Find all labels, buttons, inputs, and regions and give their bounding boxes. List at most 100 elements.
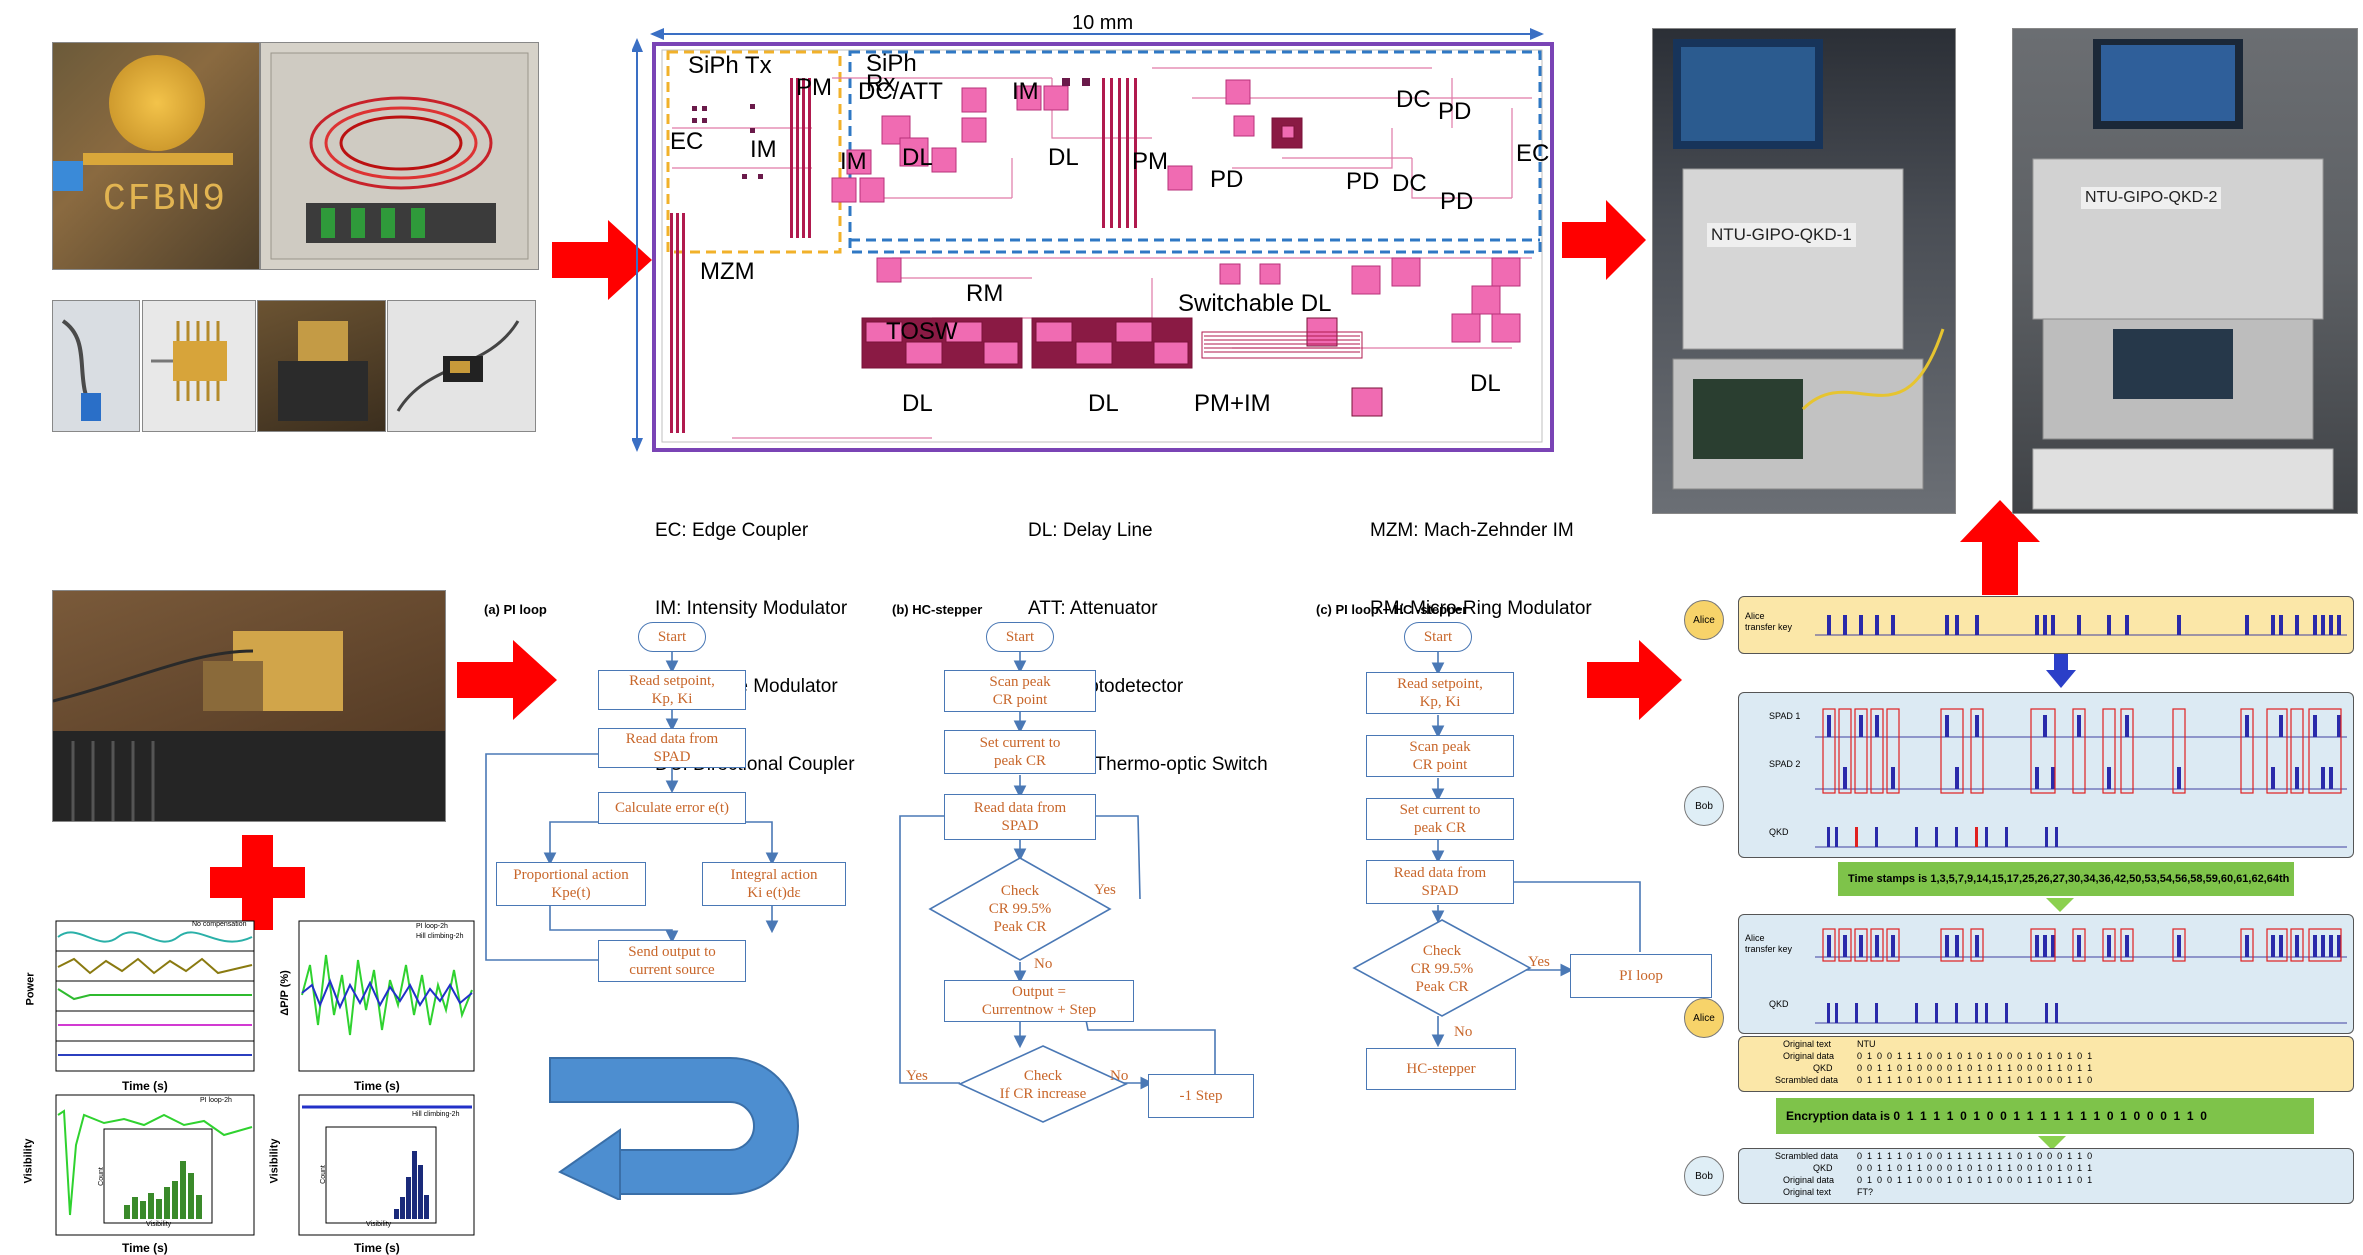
label-tosw: TOSW (886, 318, 958, 345)
bob-scrambled-label: Scrambled data (1775, 1151, 1839, 1161)
flow-b-scan-peak: Scan peak CR point (944, 670, 1096, 712)
bob-orig-data-label: Original data (1783, 1175, 1835, 1185)
label-dl4: DL (1088, 390, 1119, 417)
alice-transfer-key-label-2: Alice transfer key (1745, 933, 1793, 954)
hist-ylabel-left: Count (97, 1167, 105, 1186)
label-dl5: DL (1470, 370, 1501, 397)
bob-badge-1: Bob (1684, 786, 1724, 826)
xlabel-br: Time (s) (354, 1241, 400, 1255)
plots-panel: Power ΔP/P (%) Visibility Visibility Tim… (14, 915, 484, 1255)
hist-xlabel-left: Visibility (146, 1221, 172, 1228)
bob-decrypt-panel: Scrambled data 0 1 1 1 1 0 1 0 0 1 1 1 1… (1738, 1148, 2354, 1204)
alice-key-panel: Alice transfer key (1738, 596, 2354, 654)
plus-icon (210, 835, 305, 930)
legend-nocomp: No compensation (192, 921, 247, 928)
label-siph-tx: SiPh Tx (688, 52, 772, 79)
label-dc1: DC (1396, 86, 1431, 113)
hist-ylabel-right: Count (319, 1165, 327, 1184)
flow-c-title: (c) PI loop + HC -stepper (1316, 602, 1468, 617)
flow-c-yes: Yes (1528, 954, 1550, 970)
bob-scrambled-value: 0 1 1 1 1 0 1 0 0 1 1 1 1 1 1 1 0 1 0 0 … (1857, 1151, 2093, 1161)
butterfly-package-photo (142, 300, 256, 432)
arrow-right-icon (1562, 200, 1646, 280)
arrow-up-icon (1960, 500, 2040, 595)
flow-c-pi-loop: PI loop (1570, 954, 1712, 998)
flow-b-start: Start (986, 622, 1054, 652)
alice-badge: Alice (1684, 600, 1724, 640)
alice-badge-2: Alice (1684, 998, 1724, 1038)
arrow-down-small-icon (2046, 898, 2074, 912)
scrambled-value: 0 1 1 1 1 0 1 0 0 1 1 1 1 1 1 1 0 1 0 0 … (1857, 1075, 2093, 1085)
legend-hc-vis: Hill climbing-2h (412, 1111, 460, 1118)
arrow-right-icon (552, 220, 652, 300)
hist-xlabel-right: Visibility (366, 1221, 392, 1228)
alice-transfer-key-label: Alice transfer key (1745, 611, 1793, 632)
legend-pi-vis: PI loop-2h (200, 1097, 232, 1104)
flow-b-yes2: Yes (906, 1068, 928, 1084)
die-marking: CFBN9 (103, 178, 228, 221)
flow-c-no: No (1454, 1024, 1473, 1040)
orig-text-label: Original text (1783, 1039, 1832, 1049)
label-ec-right: EC (1516, 140, 1550, 167)
label-pd4: PD (1440, 188, 1474, 215)
device-module-photo (52, 590, 446, 822)
flow-c-set-current: Set current to peak CR (1366, 798, 1514, 840)
flow-a-read-data: Read data from SPAD (598, 728, 746, 768)
label-rm: RM (966, 280, 1004, 307)
arrow-down-icon (2046, 654, 2076, 688)
bob-qkd-label: QKD (1769, 827, 1789, 837)
flow-b-title: (b) HC-stepper (892, 602, 983, 617)
chip-layout: 10 mm SiPh Tx SiPh Rx PM DC/ATT EC IM IM… (632, 12, 1562, 458)
label-im3: IM (1012, 78, 1039, 105)
return-arrow-icon (549, 1057, 799, 1200)
legend-pi-top: PI loop-2h (416, 923, 448, 930)
vis-ylabel-right: Visibility (268, 1138, 281, 1184)
orig-text-value: NTU (1857, 1039, 1876, 1049)
bob-qkd-row-label: QKD (1813, 1163, 1833, 1173)
mount-photo (257, 300, 386, 432)
xlabel-bl: Time (s) (122, 1241, 168, 1255)
flow-b-yes1: Yes (1094, 882, 1116, 898)
flow-c-read-data: Read data from SPAD (1366, 860, 1514, 904)
xlabel-tr: Time (s) (354, 1079, 400, 1093)
arrow-right-icon (457, 640, 557, 720)
label-pd2: PD (1438, 98, 1472, 125)
flow-a-proportional: Proportional action Kpe(t) (496, 862, 646, 906)
alice-qkd-label: QKD (1769, 999, 1789, 1009)
flow-c-check: Check CR 99.5% Peak CR (1410, 943, 1474, 995)
bob-qkd-row-value: 0 0 1 1 0 1 1 0 0 0 1 0 1 0 1 1 0 0 1 0 … (1857, 1163, 2093, 1173)
label-pm1: PM (796, 74, 832, 101)
fiber-cable-photo (52, 300, 140, 432)
flow-a-calc-error: Calculate error e(t) (598, 792, 746, 824)
fiber-box-photo (260, 42, 539, 270)
label-dl3: DL (902, 390, 933, 417)
alice-qkd-row-label: QKD (1813, 1063, 1833, 1073)
label-pd1: PD (1210, 166, 1244, 193)
flow-b-check2: Check If CR increase (999, 1068, 1087, 1102)
alice-qkd-row-value: 0 0 1 1 0 1 0 0 0 0 1 0 1 0 1 1 0 0 0 1 … (1857, 1063, 2093, 1073)
packaged-module-photo (387, 300, 536, 432)
label-mzm: MZM (700, 258, 755, 285)
label-pm2: PM (1132, 148, 1168, 175)
chip-die-photo: CFBN9 (52, 42, 260, 270)
arrow-right-icon (1587, 640, 1682, 720)
vis-ylabel-left: Visibility (22, 1138, 35, 1184)
label-switchable-dl: Switchable DL (1178, 290, 1332, 317)
bob-badge-2: Bob (1684, 1156, 1724, 1196)
dpp-ylabel: ΔP/P (%) (278, 970, 291, 1016)
chip-title: 10 mm (1072, 12, 1134, 34)
flow-c-read-setpoint: Read setpoint, Kp, Ki (1366, 672, 1514, 714)
label-dl1: DL (902, 144, 933, 171)
lab-setup-1-photo: NTU-GIPO-QKD-1 (1652, 28, 1956, 514)
lab-setup-2-photo: NTU-GIPO-QKD-2 (2012, 28, 2358, 514)
label-im2: IM (840, 148, 867, 175)
orig-data-label: Original data (1783, 1051, 1835, 1061)
alice-qkd-panel: Alice transfer key QKD (1738, 914, 2354, 1034)
label-dc2: DC (1392, 170, 1427, 197)
alice-encrypt-panel: Original text NTU Original data 0 1 0 0 … (1738, 1036, 2354, 1092)
flow-a-title: (a) PI loop (484, 602, 547, 617)
flow-b-check-diamond (928, 857, 1112, 961)
time-stamps-bar: Time stamps is 1,3,5,7,9,14,15,17,25,26,… (1838, 862, 2294, 896)
label-dc-att: DC/ATT (858, 78, 943, 105)
spad1-label: SPAD 1 (1769, 711, 1801, 721)
